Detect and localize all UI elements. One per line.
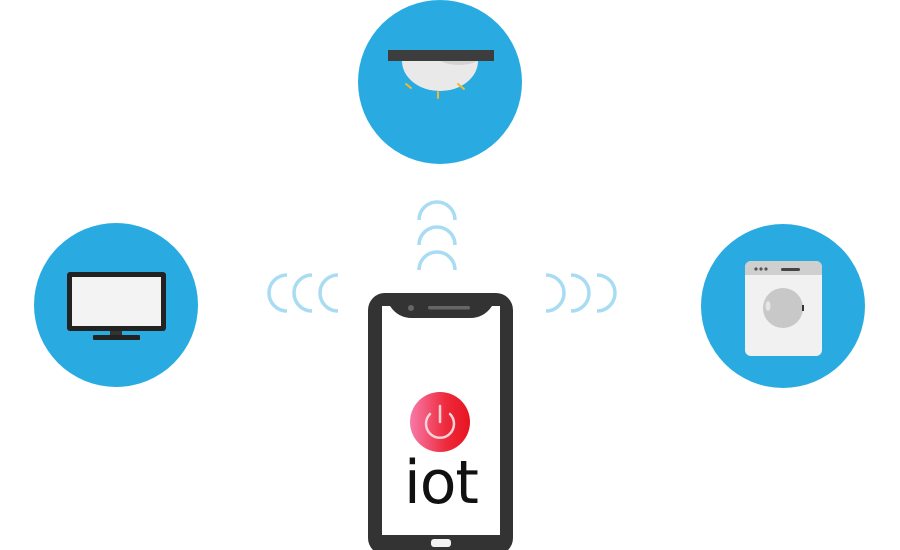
- power-icon: [424, 404, 456, 440]
- signal-waves-right-icon: [545, 273, 617, 313]
- washing-machine-icon: [745, 261, 822, 356]
- home-button[interactable]: [431, 539, 451, 547]
- washing-machine-device[interactable]: [701, 224, 865, 388]
- power-button[interactable]: [410, 392, 470, 452]
- television-device[interactable]: [34, 223, 198, 387]
- ceiling-light-icon: [388, 50, 494, 99]
- ceiling-light-device[interactable]: [358, 0, 522, 164]
- app-label: iot: [404, 448, 479, 518]
- signal-waves-top-icon: [417, 200, 457, 271]
- signal-waves-left-icon: [267, 273, 339, 313]
- television-icon: [67, 272, 166, 340]
